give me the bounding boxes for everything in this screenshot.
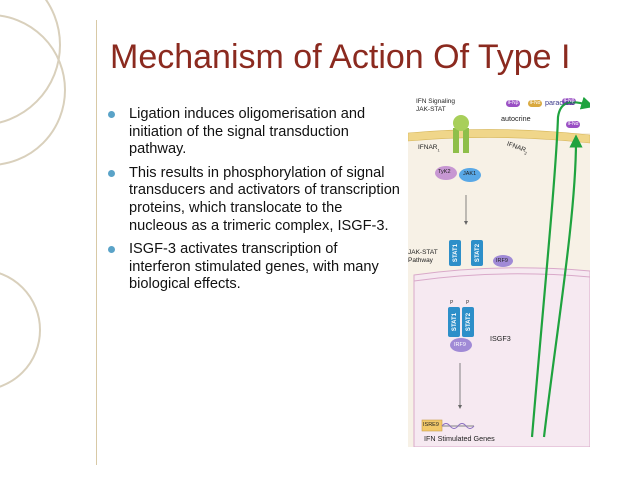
paracrine-label: paracrine (545, 98, 575, 107)
header-label: IFN Signaling (416, 98, 456, 105)
isre-label: ISRE9 (423, 422, 439, 428)
tyk2-kinase (435, 166, 457, 180)
stat1-label: STAT1 (453, 243, 460, 263)
ligand-label: IFNα (567, 121, 579, 127)
bullet-text: Ligation induces oligomerisation and ini… (129, 106, 366, 158)
stat2 (471, 240, 483, 266)
autocrine-label: autocrine (501, 114, 531, 123)
bullet-item: ISGF-3 activates transcription of interf… (108, 241, 400, 294)
ligand-label: IFNβ (563, 98, 575, 104)
pathway-label: Pathway (408, 257, 433, 264)
ifnar1-receptor (453, 128, 459, 153)
slide-title: Mechanism of Action Of Type I (110, 38, 571, 76)
accent-line (96, 20, 97, 465)
jak1-label: JAK1 (463, 171, 477, 177)
pathway-label: JAK-STAT (408, 249, 438, 256)
ifn-ligand (528, 100, 542, 107)
ifn-ligand (566, 121, 580, 128)
isgf3-stat1 (448, 307, 460, 337)
bullet-icon (108, 246, 115, 254)
ligand-label: IFNβ (507, 100, 519, 106)
pathway-diagram (408, 95, 590, 447)
phosphate-label: P (466, 300, 470, 306)
bullet-item: Ligation induces oligomerisation and ini… (108, 106, 400, 159)
isgf3-stat1-label: STAT1 (452, 312, 459, 332)
isgf3-irf9 (450, 338, 472, 352)
bullet-text: ISGF-3 activates transcription of interf… (129, 241, 379, 293)
isgf3-label: ISGF3 (490, 334, 511, 343)
nuclear-envelope (413, 273, 590, 282)
ifnar2-receptor (463, 128, 469, 153)
irf9 (493, 255, 513, 267)
bullet-text: This results in phosphorylation of signa… (129, 164, 400, 234)
paracrine-arrow (530, 96, 590, 438)
receptor-ligand-complex (453, 115, 469, 131)
tyk2-label: TyK2 (438, 169, 451, 175)
jak1-kinase (459, 168, 481, 182)
phosphate-label: P (450, 300, 454, 306)
genes-label: IFN Stimulated Genes (424, 434, 495, 443)
header-label: JAK-STAT (416, 106, 446, 113)
isgf3-stat2-label: STAT2 (466, 312, 473, 332)
isgf3-irf9-label: IRF9 (454, 342, 466, 348)
bullet-list: Ligation induces oligomerisation and ini… (108, 106, 400, 300)
ifn-signaling-figure: IFN Signaling JAK-STAT paracrine autocri… (408, 95, 590, 447)
gene-wave (441, 423, 475, 429)
ifn-ligand (506, 100, 520, 107)
ligand-label: IFNα (529, 100, 541, 106)
decorative-circles (0, 0, 66, 388)
autocrine-arrow (542, 134, 583, 438)
isgf3-stat2 (462, 307, 474, 337)
stat1 (449, 240, 461, 266)
ifnar1-label: IFNAR1 (418, 144, 440, 153)
bullet-icon (108, 169, 115, 177)
stat2-label: STAT2 (475, 243, 482, 263)
bullet-icon (108, 111, 115, 118)
bullet-item: This results in phosphorylation of signa… (108, 165, 400, 235)
irf9-label: IRF9 (496, 258, 508, 264)
